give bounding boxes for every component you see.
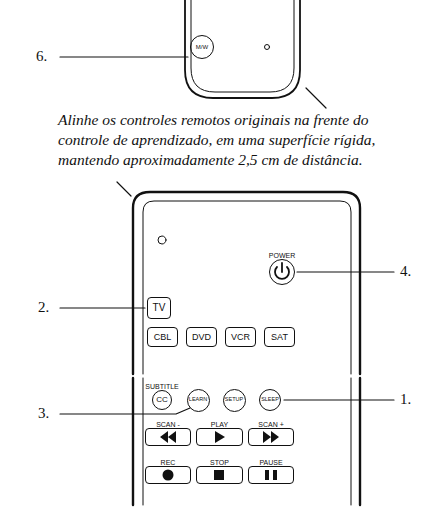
- callout-number: 4.: [400, 263, 411, 280]
- button-text: SETUP: [225, 397, 243, 403]
- remote-button: SUBTITLECC: [152, 390, 172, 410]
- remote-button: SETUP: [223, 389, 246, 412]
- remote-button: SCAN -: [145, 428, 191, 446]
- button-label: REC: [161, 459, 176, 466]
- remote-button: POWER: [269, 259, 295, 285]
- remote-button: M/W: [190, 35, 214, 59]
- pointer-line: [306, 88, 326, 108]
- remote-button: PLAY: [196, 428, 243, 446]
- remote-housing-edge: [143, 378, 144, 505]
- leader-line: [60, 408, 190, 414]
- remote-button: SAT: [264, 327, 295, 347]
- remote-button: TV: [147, 297, 171, 319]
- power-icon: [281, 263, 283, 272]
- button-text: DVD: [192, 333, 211, 342]
- callout-number: 3.: [38, 405, 49, 422]
- leader-line: [60, 56, 188, 57]
- button-label: PLAY: [211, 421, 228, 428]
- pointer-line: [117, 182, 131, 196]
- stop-icon: [214, 470, 224, 480]
- remote-button: SLEEP: [259, 389, 281, 411]
- button-label: PAUSE: [259, 459, 282, 466]
- pause-icon: [273, 470, 277, 480]
- instruction-note: Alinhe os controles remotos originais na…: [58, 110, 423, 170]
- button-text: M/W: [196, 44, 208, 50]
- ir-window: [158, 236, 166, 244]
- callout-number: 1.: [400, 391, 411, 408]
- leader-line: [60, 307, 145, 308]
- button-label: SUBTITLE: [145, 383, 178, 390]
- remote-button: CBL: [147, 327, 178, 347]
- remote-button: DVD: [186, 327, 217, 347]
- led-dot: [265, 45, 270, 50]
- play-icon: [215, 431, 225, 443]
- remote-button: SCAN +: [248, 428, 294, 446]
- remote-button: REC: [145, 466, 191, 484]
- remote-housing-edge: [191, 0, 294, 92]
- remote-button: PAUSE: [248, 466, 294, 484]
- remote-housing: [185, 0, 300, 98]
- callout-number: 6.: [36, 48, 47, 65]
- remote-housing-edge: [143, 201, 351, 374]
- leader-line: [284, 399, 394, 400]
- button-text: VCR: [231, 333, 250, 342]
- remote-housing: [133, 192, 360, 374]
- record-icon: [163, 470, 174, 481]
- callout-number: 2.: [38, 299, 49, 316]
- forward-icon: [263, 431, 279, 443]
- button-label: SCAN +: [258, 421, 283, 428]
- remote-housing: [132, 378, 134, 505]
- leader-line: [297, 271, 394, 272]
- remote-button: LEARN: [187, 389, 210, 412]
- button-text: SLEEP: [261, 397, 279, 403]
- remote-button: VCR: [225, 327, 256, 347]
- button-label: SCAN -: [156, 421, 180, 428]
- button-text: LEARN: [189, 397, 207, 403]
- button-text: TV: [153, 303, 166, 313]
- pause-icon: [265, 470, 269, 480]
- rewind-icon: [160, 431, 176, 443]
- remote-housing-edge: [351, 378, 352, 505]
- remote-button: STOP: [196, 466, 243, 484]
- button-text: SAT: [271, 333, 288, 342]
- button-label: STOP: [210, 459, 229, 466]
- button-label: POWER: [269, 252, 295, 259]
- remote-housing: [359, 378, 361, 505]
- button-text: CBL: [154, 333, 172, 342]
- button-text: CC: [156, 396, 168, 404]
